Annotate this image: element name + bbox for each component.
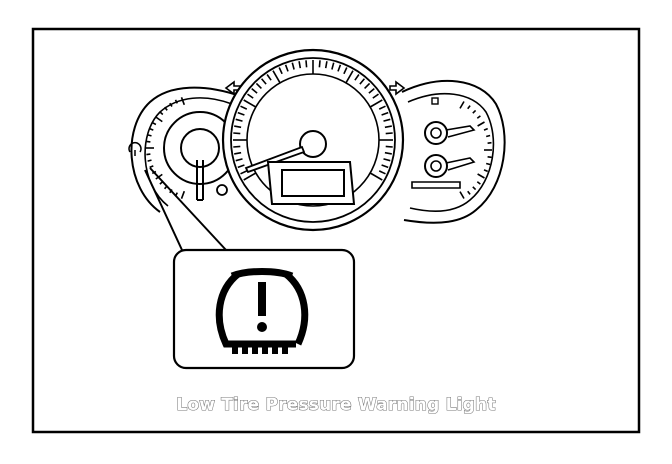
- right-turn-signal-icon: [389, 80, 406, 96]
- gauge-tick: [337, 64, 342, 72]
- gauge-tick: [476, 181, 481, 185]
- gauge-tick: [385, 132, 393, 135]
- gauge-tick: [383, 158, 391, 162]
- gauge-tick: [331, 62, 335, 70]
- gauge-tick: [180, 190, 186, 199]
- gauge-tick: [240, 170, 248, 175]
- right-gauge-ticks: [459, 101, 492, 199]
- gauge-tick: [305, 60, 308, 68]
- left-gauge-ticks: [146, 97, 186, 199]
- gauge-tick: [324, 61, 328, 69]
- tire-tread: [232, 346, 288, 354]
- gauge-tick: [284, 64, 289, 72]
- gauge-tick: [235, 118, 243, 122]
- gauge-tick: [384, 125, 392, 129]
- gauge-tick: [483, 169, 489, 173]
- gauge-tick: [149, 165, 154, 169]
- gauge-tick: [235, 158, 243, 162]
- gauge-tick: [255, 82, 262, 89]
- gauge-tick: [384, 151, 392, 155]
- gauge-tick: [472, 186, 477, 191]
- gauge-tick: [385, 145, 393, 148]
- gauge-tick: [381, 111, 389, 116]
- gauge-tick: [369, 99, 383, 108]
- gauge-tick: [146, 140, 151, 143]
- gauge-tick: [343, 67, 348, 75]
- gauge-tick: [459, 101, 465, 109]
- gauge-tick: [155, 116, 163, 123]
- gauge-tick: [272, 70, 281, 84]
- gauge-tick: [240, 105, 248, 110]
- gauge-tick: [378, 170, 386, 175]
- gauge-tick: [147, 134, 152, 137]
- speedometer: [221, 48, 405, 232]
- gauge-tick: [237, 111, 245, 116]
- gauge-tick: [477, 121, 485, 127]
- gauge-tick: [266, 74, 272, 81]
- gauge-tick: [369, 172, 383, 181]
- gauge-tick: [467, 190, 471, 195]
- gauge-tick: [234, 125, 242, 129]
- gauge-tick: [486, 162, 491, 166]
- gauge-tick: [476, 115, 481, 119]
- gauge-tick: [233, 145, 241, 148]
- gauge-tick: [237, 164, 245, 169]
- gauge-tick: [169, 102, 173, 107]
- gauge-tick: [477, 173, 485, 179]
- instrument-cluster: [128, 48, 506, 232]
- gauge-tick: [486, 134, 491, 138]
- gauge-tick: [159, 111, 164, 116]
- gauge-tick: [483, 127, 489, 131]
- gauge-tick: [459, 191, 465, 199]
- callout: [144, 167, 356, 370]
- gauge-tick: [291, 62, 295, 70]
- gauge-tick: [163, 106, 168, 111]
- gauge-tick: [243, 99, 257, 108]
- gauge-tick: [318, 60, 321, 68]
- tire-pressure-indicator-icon: [128, 142, 142, 156]
- gauge-tick: [364, 82, 371, 89]
- gauge-tick: [247, 93, 254, 99]
- gauge-tick: [354, 74, 360, 81]
- gauge-tick: [381, 164, 389, 169]
- gauge-tick: [260, 78, 267, 85]
- gauge-tick: [378, 105, 386, 110]
- gauge-tick: [368, 87, 375, 94]
- gauge-tick: [174, 99, 179, 104]
- gauge-tick: [383, 118, 391, 122]
- gauge-tick: [278, 67, 283, 75]
- gauge-tick: [472, 109, 477, 114]
- gauge-tick: [251, 87, 258, 94]
- gauge-tick: [298, 61, 302, 69]
- gauge-tick: [146, 153, 151, 156]
- gauge-tick: [180, 97, 186, 106]
- right-gauge: [389, 80, 506, 224]
- exclamation-mark: [257, 282, 267, 332]
- gauge-tick: [467, 105, 471, 110]
- gauge-tick: [243, 172, 257, 181]
- gauge-tick: [372, 93, 379, 99]
- gauge-tick: [149, 127, 154, 131]
- caption: Low Tire Pressure Warning Light: [176, 394, 496, 415]
- low-tire-pressure-warning-icon: [215, 268, 309, 348]
- gauge-tick: [345, 70, 354, 84]
- gauge-tick: [234, 151, 242, 155]
- speedometer-ticks: [233, 60, 393, 181]
- gauge-tick: [359, 78, 366, 85]
- gauge-tick: [233, 132, 241, 135]
- gauge-tick: [147, 159, 152, 162]
- gauge-tick: [151, 121, 157, 126]
- gauge-tick: [487, 141, 492, 144]
- gauge-tick: [487, 156, 492, 159]
